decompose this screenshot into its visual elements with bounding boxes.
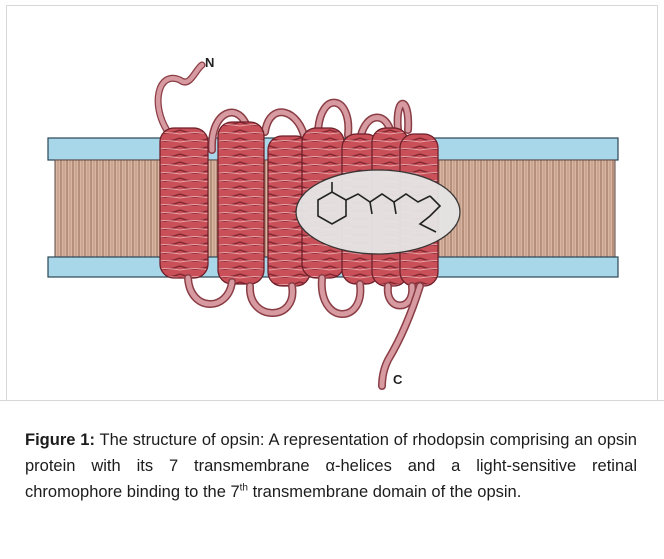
helix-2 (218, 122, 264, 284)
n-terminus-label: N (205, 55, 214, 70)
figure-caption: Figure 1: The structure of opsin: A repr… (25, 427, 637, 505)
chromophore-pocket (296, 170, 460, 254)
caption-text-2: transmembrane domain of the opsin. (248, 483, 521, 501)
helix-1 (160, 128, 208, 278)
n-terminus: N (158, 55, 214, 132)
retinal-chromophore (296, 170, 460, 254)
caption-superscript: th (240, 483, 248, 494)
c-terminus-label: C (393, 372, 403, 387)
opsin-illustration: N (0, 0, 664, 400)
caption-label: Figure 1: (25, 431, 95, 449)
